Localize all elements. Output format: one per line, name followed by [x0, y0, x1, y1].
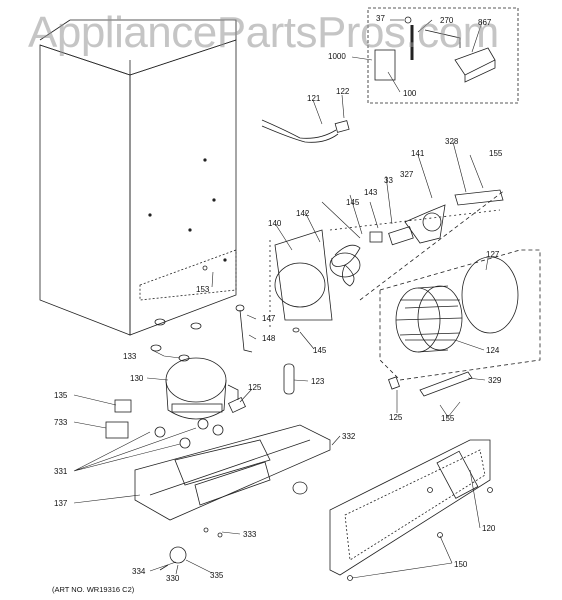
callout-140: 140: [268, 219, 282, 228]
art-number: (ART NO. WR19316 C2): [52, 585, 135, 594]
callout-130: 130: [130, 374, 144, 383]
callout-133: 133: [123, 352, 137, 361]
base-plate-drawing: [134, 418, 331, 571]
condenser-coil-drawing: [379, 249, 541, 381]
callout-141: 141: [411, 149, 425, 158]
access-panel-drawing: [329, 439, 493, 581]
callout-125-right: 125: [389, 413, 403, 422]
callout-137: 137: [54, 499, 68, 508]
relay-drawing: [105, 399, 132, 439]
callout-150: 150: [454, 560, 468, 569]
callout-270: 270: [440, 16, 454, 25]
callout-37: 37: [376, 14, 385, 23]
fan-bracket-drawing: [388, 371, 473, 397]
callout-330: 330: [166, 574, 180, 583]
callout-123: 123: [311, 377, 325, 386]
callout-332: 332: [342, 432, 356, 441]
cabinet-drawing: [39, 19, 237, 336]
icemaker-kit-inset: [367, 7, 519, 104]
callout-142: 142: [296, 209, 310, 218]
callout-145-top: 145: [346, 198, 360, 207]
callout-153: 153: [196, 285, 210, 294]
callout-155-top: 155: [489, 149, 503, 158]
callout-867: 867: [478, 18, 492, 27]
callout-125-left: 125: [248, 383, 262, 392]
callout-100: 100: [403, 89, 417, 98]
callout-33: 33: [384, 176, 393, 185]
callout-1000: 1000: [328, 52, 346, 61]
callout-335: 335: [210, 571, 224, 580]
callout-122: 122: [336, 87, 350, 96]
callout-327: 327: [400, 170, 414, 179]
callout-329: 329: [488, 376, 502, 385]
callout-127: 127: [486, 250, 500, 259]
callout-148: 148: [262, 334, 276, 343]
callout-331: 331: [54, 467, 68, 476]
callout-333: 333: [243, 530, 257, 539]
callout-147: 147: [262, 314, 276, 323]
harness-drawing: [261, 119, 350, 143]
watermark-logo: AppliancePartsPros.com: [28, 8, 499, 57]
callout-120: 120: [482, 524, 496, 533]
callout-135: 135: [54, 391, 68, 400]
callout-124: 124: [486, 346, 500, 355]
callout-145-mid: 145: [313, 346, 327, 355]
callout-733: 733: [54, 418, 68, 427]
fan-assembly-drawing: [269, 189, 506, 330]
callout-334: 334: [132, 567, 146, 576]
callout-143: 143: [364, 188, 378, 197]
callout-121: 121: [307, 94, 321, 103]
tube-clips-drawing: [235, 304, 300, 353]
callout-155-bottom: 155: [441, 414, 455, 423]
leader-lines: [73, 19, 489, 579]
callout-328: 328: [445, 137, 459, 146]
